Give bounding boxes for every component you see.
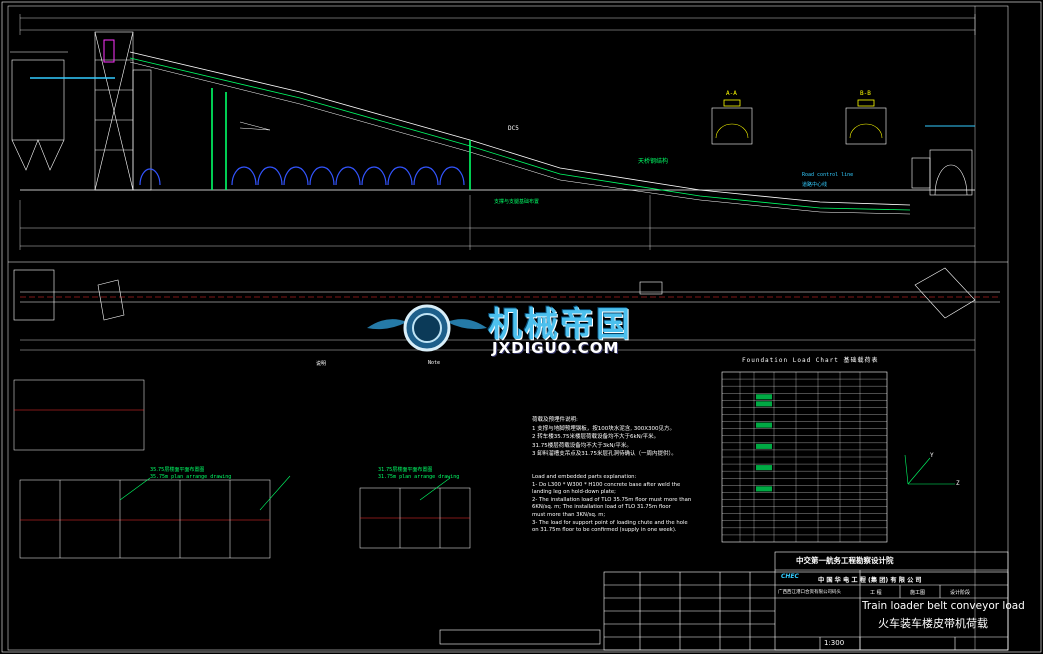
road-control-cn-label: 道路中心线 [802, 182, 828, 188]
embedded-cn-1: 1 支撑与地脚预埋钢板，按100块水泥含, 300X300见方。 [532, 425, 676, 432]
watermark-cn-text: 机械帝国 [488, 305, 632, 345]
plan-35-label: 35.75层楼面平面布置图 [150, 467, 205, 473]
stage-1: 工 程 [870, 590, 882, 596]
embedded-cn-3: 31.75楼层荷载设备均不大于3kN/平米。 [532, 442, 632, 449]
foundation-chart-title: Foundation Load Chart 基础载荷表 [742, 357, 879, 364]
embedded-en-heading: Load and embedded parts explanation: [532, 474, 637, 480]
plan-view [8, 261, 1008, 351]
embedded-en-1: 1- Do L300 * W300 * H100 concrete base a… [532, 481, 681, 488]
stage-2: 施工图 [910, 590, 926, 596]
lower-details [13, 379, 471, 559]
axis-y-label: Y [930, 452, 934, 459]
embedded-cn-2: 2 转车楼35.75米楼层荷载设备均不大于6kN/平米。 [532, 434, 660, 440]
table-highlight-cell [756, 443, 772, 449]
institute-name: 中交第一航务工程勘察设计院 [796, 556, 894, 565]
note-cn-heading: 说明 [316, 361, 327, 367]
table-highlight-cell [756, 486, 772, 492]
title-block-frame [439, 551, 1009, 651]
watermark-gear-icon [367, 304, 487, 352]
road-control-label: Road control line [802, 172, 854, 178]
table-highlight-cell [756, 422, 772, 428]
elevation-view [10, 14, 976, 250]
embedded-cn-4: 3 卸料溜槽支吊点及31.75米层孔洞待确认（一周内提供）。 [532, 451, 677, 457]
watermark-en-text: JXDIGUO.COM [492, 339, 620, 357]
table-highlight-cell [756, 465, 772, 471]
company-logo-text: CHEC [781, 573, 799, 580]
axis-z-label: Z [956, 480, 960, 487]
embedded-en-2b: 6KN/sq. m; The installation load of TLO … [532, 504, 671, 511]
embedded-en-3b: on 31.75m floor to be confirmed (supply … [532, 527, 677, 534]
support-layout-label: 支撑与支腿基础布置 [494, 199, 540, 205]
drawing-title-en: Train loader belt conveyor load [862, 600, 1025, 612]
drawing-frame [7, 5, 1009, 651]
tianqiao-label: 天桥钢结构 [638, 158, 669, 165]
section-a-label: A-A [726, 90, 737, 97]
note-en-heading: Note [428, 360, 441, 366]
watermark: 机械帝国 JXDIGUO.COM [370, 293, 670, 363]
embedded-en-2c: must more than 3KN/sq. m; [532, 511, 606, 518]
embedded-heading-cn: 荷载及预埋件说明: [532, 417, 578, 423]
drawing-title-cn: 火车装车楼皮带机荷载 [878, 617, 988, 630]
project-name: 广西西江港口合资有限公司码头 [778, 590, 841, 595]
plan-35-en-label: 35.75m plan arrange drawing [150, 474, 232, 480]
dc-label: DC5 [508, 125, 519, 132]
table-highlight-cell [756, 401, 772, 407]
axis-indicator [904, 454, 955, 485]
section-b-label: B-B [860, 90, 871, 97]
company-name: 中 国 华 电 工 程 (集 团) 有 限 公 司 [818, 577, 922, 584]
plan-31-en-label: 31.75m plan arrange drawing [378, 474, 460, 480]
stage-3: 设计阶段 [950, 590, 971, 596]
scale-value: 1:300 [824, 639, 845, 647]
plan-31-label: 31.75层楼面平面布置图 [378, 467, 433, 473]
embedded-en-2: 2- The installation load of TLO 35.75m f… [532, 496, 692, 503]
table-highlight-cell [756, 394, 772, 400]
embedded-en-1b: landing leg on hold-down plate; [532, 489, 616, 496]
embedded-notes-en: Load and embedded parts explanation: 1- … [532, 474, 691, 535]
embedded-notes-cn: 荷载及预埋件说明: 1 支撑与地脚预埋钢板，按100块水泥含, 300X300见… [532, 416, 677, 459]
foundation-load-table [721, 371, 888, 543]
embedded-en-3: 3- The load for support point of loading… [532, 519, 688, 526]
